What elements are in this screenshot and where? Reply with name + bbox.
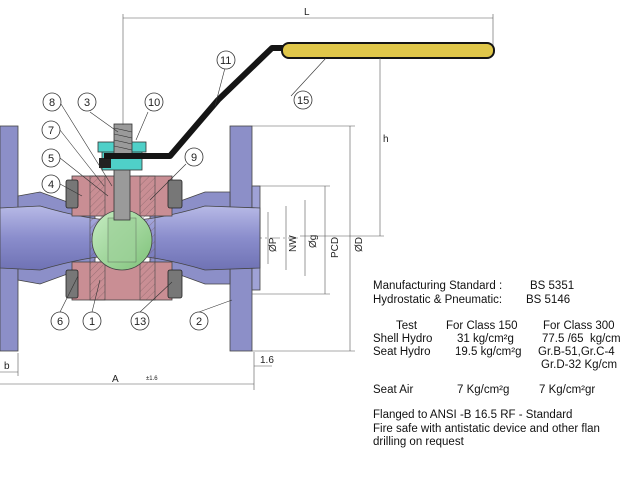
spec-header-class150: For Class 150	[446, 320, 518, 332]
callout-3: 3	[77, 92, 97, 112]
spec-hydro-label: Hydrostatic & Pneumatic:	[373, 294, 503, 306]
dim-raised-face-dia: Øg	[308, 235, 319, 248]
svg-text:13: 13	[134, 316, 146, 328]
svg-text:6: 6	[57, 316, 63, 328]
svg-text:10: 10	[148, 97, 160, 109]
callout-7: 7	[41, 120, 61, 140]
spec-manufacturing-value: BS 5351	[530, 280, 575, 292]
spec-seat-air-150: 7 Kg/cm²g	[457, 384, 510, 396]
spec-shell-hydro-300: 77.5 /65 kg/cm	[542, 333, 620, 345]
callout-8: 8	[42, 92, 62, 112]
callout-leaders	[59, 57, 327, 313]
callout-6: 6	[50, 311, 70, 331]
svg-text:5: 5	[48, 153, 54, 165]
dim-raised-face: 1.6	[260, 355, 274, 366]
dim-pcd: PCD	[330, 237, 341, 258]
spec-header-class300: For Class 300	[543, 320, 615, 332]
callout-10: 11	[216, 50, 236, 70]
dim-face-to-face: A	[112, 374, 119, 385]
spec-seat-hydro-150: 19.5 kg/cm²g	[455, 346, 522, 358]
dim-bore: b	[4, 361, 10, 372]
dim-nominal: NW	[288, 235, 299, 252]
svg-text:15: 15	[297, 95, 309, 107]
spec-header-test: Test	[396, 320, 418, 332]
dim-handle-height: h	[383, 134, 389, 145]
svg-text:3: 3	[84, 97, 90, 109]
callout-13: 13	[130, 311, 150, 331]
dim-port: ØP	[268, 237, 279, 252]
spec-manufacturing-label: Manufacturing Standard :	[373, 280, 503, 292]
spec-drilling: drilling on request	[373, 436, 464, 448]
dim-overall-length: L	[304, 7, 310, 18]
svg-text:1: 1	[89, 316, 95, 328]
spec-shell-hydro-150: 31 kg/cm²g	[457, 333, 514, 345]
handle-grip	[281, 42, 495, 59]
spec-seat-hydro-label: Seat Hydro	[373, 346, 431, 358]
body-bolts	[65, 179, 183, 299]
spec-fire-safe: Fire safe with antistatic device and oth…	[373, 423, 600, 435]
callout-9: 9	[184, 147, 204, 167]
callout-1: 1	[82, 311, 102, 331]
svg-text:7: 7	[48, 125, 54, 137]
spec-seat-hydro-300: Gr.B-51,Gr.C-4	[538, 346, 615, 358]
spec-seat-air-300: 7 Kg/cm²gr	[539, 384, 596, 396]
svg-text:11: 11	[220, 55, 231, 67]
spec-seat-air-label: Seat Air	[373, 384, 414, 396]
dimension-lines	[0, 14, 494, 390]
callout-4: 4	[41, 174, 61, 194]
callout-5: 5	[41, 148, 61, 168]
spec-shell-hydro-label: Shell Hydro	[373, 333, 433, 345]
svg-text:9: 9	[191, 152, 197, 164]
callout-2: 2	[189, 311, 209, 331]
spec-flanged: Flanged to ANSI -B 16.5 RF - Standard	[373, 409, 573, 421]
spec-seat-hydro-300-extra: Gr.D-32 Kg/cm	[541, 359, 618, 371]
svg-text:2: 2	[196, 316, 202, 328]
callout-11: 10	[144, 92, 164, 112]
dim-tolerance: ±1.6	[146, 376, 158, 382]
callout-15: 15	[293, 90, 313, 110]
svg-text:4: 4	[48, 179, 54, 191]
svg-text:8: 8	[49, 97, 55, 109]
spec-hydro-value: BS 5146	[526, 294, 571, 306]
dim-flange-dia: ØD	[354, 237, 365, 252]
